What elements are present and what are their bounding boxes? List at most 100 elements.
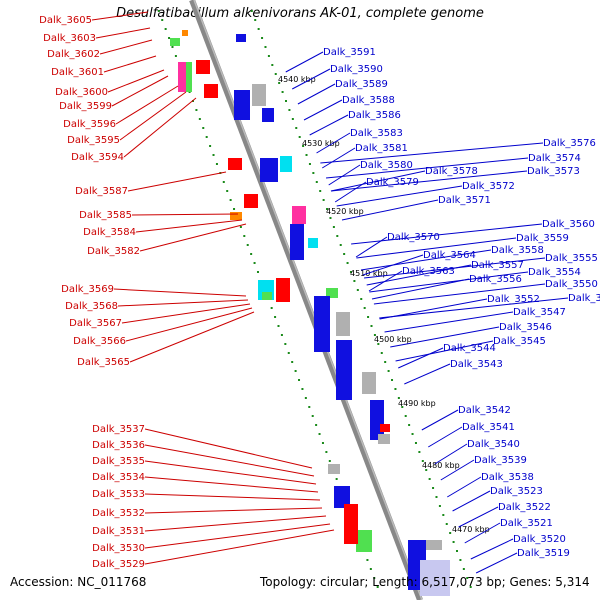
kbp-marker-label: 4530 kbp <box>302 139 340 148</box>
gene-label: Dalk_3548 <box>568 293 600 304</box>
tick-mark-left <box>321 442 324 444</box>
kbp-marker-label: 4520 kbp <box>326 207 364 216</box>
gene-glyph <box>280 156 292 172</box>
backbone-line <box>189 0 423 600</box>
leader-line <box>470 538 514 560</box>
gene-glyph <box>262 292 272 300</box>
gene-label: Dalk_3580 <box>360 160 413 171</box>
tick-mark-right <box>404 415 407 417</box>
tick-mark-right <box>411 433 414 435</box>
gene-label: Dalk_3595 <box>67 135 120 146</box>
tick-mark-left <box>195 109 198 111</box>
gene-label: Dalk_3522 <box>498 502 551 513</box>
leader-line <box>330 170 528 192</box>
tick-mark-left <box>287 352 290 354</box>
gene-label: Dalk_3558 <box>491 245 544 256</box>
leader-line <box>99 39 153 55</box>
leader-line <box>398 347 444 369</box>
tick-mark-left <box>328 460 331 462</box>
leader-line <box>111 75 169 107</box>
tick-mark-left <box>315 424 318 426</box>
gene-label: Dalk_3574 <box>528 153 581 164</box>
leader-line <box>373 283 546 305</box>
tick-mark-right <box>274 73 277 75</box>
leader-line <box>285 51 324 73</box>
gene-label: Dalk_3582 <box>87 246 140 257</box>
gene-label: Dalk_3539 <box>474 455 527 466</box>
tick-mark-right <box>469 586 472 588</box>
gene-label: Dalk_3543 <box>450 359 503 370</box>
gene-label: Dalk_3564 <box>423 250 476 261</box>
gene-glyph <box>204 84 218 98</box>
tick-mark-left <box>164 28 167 30</box>
gene-label: Dalk_3590 <box>330 64 383 75</box>
leader-line <box>356 237 517 259</box>
gene-label: Dalk_3589 <box>335 79 388 90</box>
leader-line <box>334 181 367 203</box>
gene-label: Dalk_3538 <box>481 472 534 483</box>
gene-glyph <box>420 560 450 596</box>
leader-line <box>139 223 247 252</box>
leader-line <box>341 199 439 221</box>
gene-label: Dalk_3556 <box>469 274 522 285</box>
gene-label: Dalk_3533 <box>92 489 145 500</box>
tick-mark-right <box>449 532 452 534</box>
tick-mark-left <box>174 55 177 57</box>
tick-mark-right <box>380 352 383 354</box>
leader-line <box>369 271 529 293</box>
tick-mark-left <box>274 316 277 318</box>
tick-mark-right <box>319 190 322 192</box>
tick-mark-right <box>257 28 260 30</box>
tick-mark-left <box>291 361 294 363</box>
leader-line <box>330 170 426 192</box>
gene-label: Dalk_3547 <box>513 307 566 318</box>
leader-line <box>336 185 463 207</box>
tick-mark-right <box>408 424 411 426</box>
tick-mark-left <box>226 190 229 192</box>
gene-label: Dalk_3536 <box>92 440 145 451</box>
tick-mark-left <box>205 136 208 138</box>
tick-mark-left <box>157 10 160 12</box>
gene-label: Dalk_3534 <box>92 472 145 483</box>
leader-line <box>328 164 361 186</box>
leader-line <box>144 476 319 493</box>
gene-label: Dalk_3591 <box>323 47 376 58</box>
gene-label: Dalk_3544 <box>443 343 496 354</box>
gene-glyph <box>344 504 358 544</box>
tick-mark-left <box>168 37 171 39</box>
gene-glyph <box>236 34 246 42</box>
tick-mark-left <box>318 433 321 435</box>
tick-mark-right <box>281 91 284 93</box>
tick-mark-right <box>462 568 465 570</box>
tick-mark-left <box>277 325 280 327</box>
tick-mark-left <box>304 397 307 399</box>
leader-line <box>129 311 255 363</box>
tick-mark-right <box>267 55 270 57</box>
tick-mark-right <box>445 523 448 525</box>
gene-label: Dalk_3585 <box>79 210 132 221</box>
tick-mark-left <box>270 307 273 309</box>
leader-line <box>113 288 247 297</box>
tick-mark-left <box>198 118 201 120</box>
tick-mark-right <box>438 505 441 507</box>
tick-mark-left <box>239 226 242 228</box>
gene-label: Dalk_3571 <box>438 195 491 206</box>
gene-label: Dalk_3587 <box>75 186 128 197</box>
tick-mark-left <box>284 343 287 345</box>
leader-line <box>144 523 331 549</box>
kbp-marker-label: 4470 kbp <box>452 525 490 534</box>
gene-label: Dalk_3579 <box>366 177 419 188</box>
leader-line <box>458 506 499 528</box>
gene-label: Dalk_3581 <box>355 143 408 154</box>
tick-mark-left <box>171 46 174 48</box>
gene-label: Dalk_3531 <box>92 526 145 537</box>
tick-mark-left <box>233 208 236 210</box>
leader-line <box>144 460 317 485</box>
leader-line <box>144 515 327 532</box>
gene-label: Dalk_3572 <box>462 181 515 192</box>
backbone-layer <box>189 0 423 600</box>
tick-mark-left <box>376 586 379 588</box>
tick-mark-right <box>353 280 356 282</box>
gene-label: Dalk_3530 <box>92 543 145 554</box>
